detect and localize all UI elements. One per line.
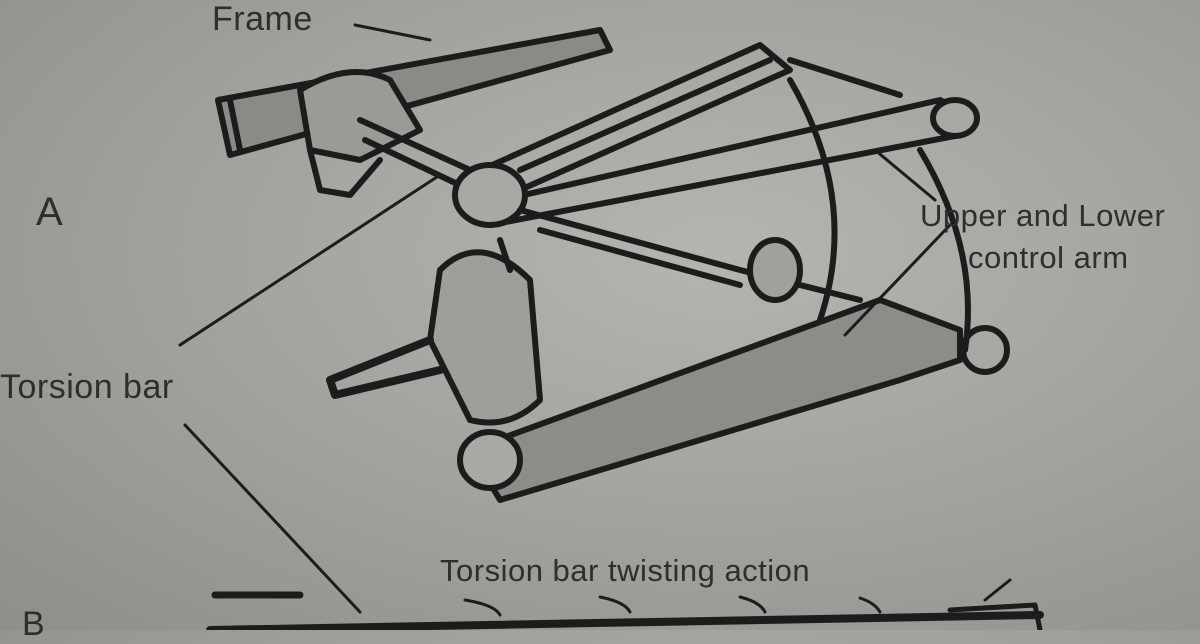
control-arm-label-line1: Upper and Lower [920,198,1166,233]
steering-knuckle [427,237,543,426]
frame-label: Frame [212,0,313,38]
torsion-bar-b-arrow [183,423,362,614]
control-arm-arrow-upper [873,148,937,202]
torsion-bar-label: Torsion bar [0,368,174,406]
shock-absorber [517,207,863,303]
spindle [326,336,444,399]
upper-control-arm [467,42,793,193]
section-a-label: A [36,190,64,234]
twisting-action-label: Torsion bar twisting action [440,553,811,588]
torsion-bar-arrow [178,173,442,347]
control-arm-arrow-lower [843,223,952,337]
frame-arrow [353,23,432,42]
torsion-bar-upper [357,117,473,193]
control-arm-label-line2: control arm [968,240,1129,275]
torsion-bar-b [206,611,1044,630]
section-b-label: B [22,605,46,643]
lower-control-arm [467,297,963,503]
suspension-diagram [178,23,1044,630]
